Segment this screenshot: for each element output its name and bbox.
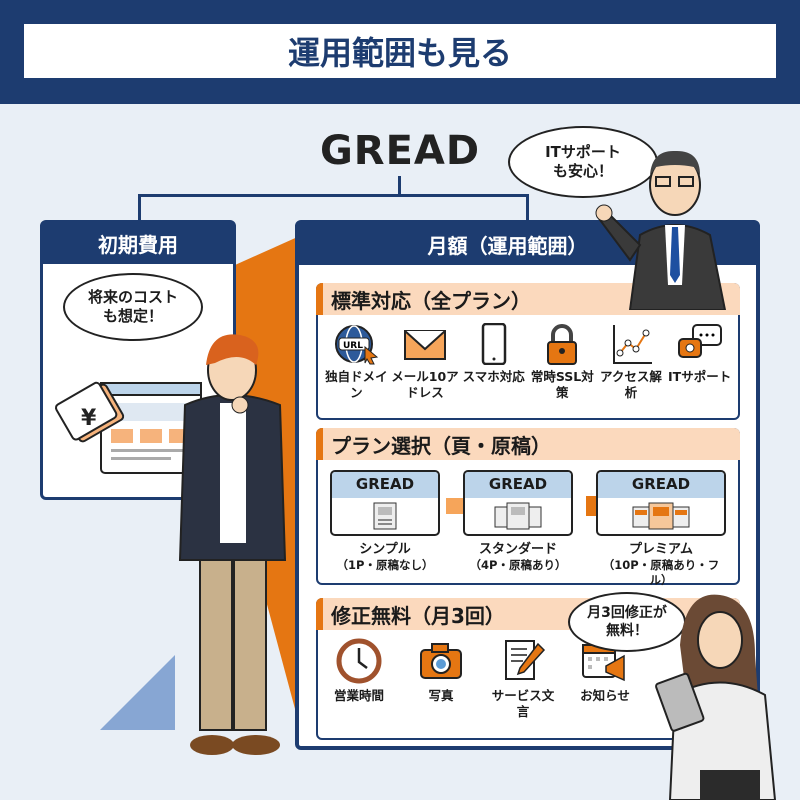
feature-mobile: スマホ対応 bbox=[460, 323, 528, 400]
multi-page-icon bbox=[494, 502, 542, 529]
feature-label: ITサポート bbox=[668, 369, 732, 384]
svg-text:¥: ¥ bbox=[81, 406, 97, 431]
connector bbox=[398, 176, 401, 196]
plan-name: スタンダード bbox=[478, 541, 557, 557]
plan-simple[interactable]: GREAD シンプル（1P・原稿なし） bbox=[330, 470, 440, 588]
line-chart-icon bbox=[612, 325, 652, 364]
cost-speech-bubble: 将来のコストも想定！ bbox=[63, 273, 203, 341]
revision-label: サービス文言 bbox=[491, 688, 555, 719]
plan-detail: （10P・原稿あり・フル） bbox=[602, 558, 720, 588]
plan-detail: （4P・原稿あり） bbox=[469, 558, 567, 573]
initial-cost-panel: 初期費用 将来のコストも想定！ ¥ bbox=[40, 220, 236, 500]
plan-premium[interactable]: GREAD プレミアム（10P・原稿あり・フル） bbox=[596, 470, 726, 588]
connector bbox=[138, 194, 141, 222]
businessman-illustration bbox=[595, 150, 727, 310]
clock-icon bbox=[336, 638, 382, 684]
connector bbox=[138, 194, 528, 197]
plan-detail: （1P・原稿なし） bbox=[336, 558, 434, 573]
revision-label: 写真 bbox=[428, 688, 454, 703]
woman-with-tablet-illustration bbox=[655, 594, 777, 800]
globe-url-icon: URL bbox=[335, 325, 379, 365]
decorative-triangle bbox=[100, 655, 175, 730]
lock-icon bbox=[547, 324, 578, 365]
plan-brand: GREAD bbox=[332, 472, 438, 498]
plan-brand: GREAD bbox=[598, 472, 724, 498]
feature-label: メール10アドレス bbox=[391, 369, 459, 400]
feature-label: 常時SSL対策 bbox=[530, 369, 594, 400]
smartphone-icon bbox=[481, 323, 506, 365]
revision-label: 営業時間 bbox=[333, 688, 384, 703]
plan-name: プレミアム bbox=[628, 541, 694, 557]
thinking-man-illustration bbox=[178, 334, 287, 755]
brand-name: GREAD bbox=[319, 128, 481, 174]
feature-custom-domain: URL 独自ドメイン bbox=[322, 323, 390, 400]
plan-brand: GREAD bbox=[465, 472, 571, 498]
revision-label: お知らせ bbox=[580, 688, 630, 703]
plan-section: プラン選択（頁・原稿） GREAD シンプル（1P・原稿なし） GREAD スタンダ… bbox=[316, 428, 740, 588]
revision-photo: 写真 bbox=[406, 638, 476, 719]
plan-heading: プラン選択（頁・原稿） bbox=[316, 428, 740, 460]
support-bubble-text: ITサポートも安心！ bbox=[545, 142, 621, 181]
initial-cost-heading: 初期費用 bbox=[43, 223, 233, 264]
mail-icon bbox=[403, 330, 446, 360]
support-chat-icon bbox=[677, 324, 722, 358]
revision-service-text: サービス文言 bbox=[488, 638, 558, 719]
premium-pages-icon bbox=[632, 502, 690, 529]
plan-standard[interactable]: GREAD スタンダード（4P・原稿あり） bbox=[463, 470, 573, 588]
feature-analytics: アクセス解析 bbox=[597, 323, 665, 400]
page-title: 運用範囲も見る bbox=[22, 22, 778, 80]
feature-label: スマホ対応 bbox=[462, 369, 525, 384]
revision-hours: 営業時間 bbox=[324, 638, 394, 719]
feature-mail: メール10アドレス bbox=[391, 323, 459, 400]
connector bbox=[526, 194, 529, 222]
camera-icon bbox=[420, 643, 462, 679]
plan-name: シンプル bbox=[359, 541, 411, 557]
feature-it-support: ITサポート bbox=[666, 323, 734, 400]
svg-text:URL: URL bbox=[343, 341, 363, 351]
feature-label: 独自ドメイン bbox=[325, 369, 388, 400]
feature-label: アクセス解析 bbox=[600, 369, 662, 400]
document-pen-icon bbox=[505, 640, 546, 680]
revision-bubble-text: 月3回修正が無料！ bbox=[587, 604, 667, 639]
feature-ssl: 常時SSL対策 bbox=[528, 323, 596, 400]
revision-speech-bubble: 月3回修正が無料！ bbox=[568, 592, 686, 652]
single-page-icon bbox=[373, 502, 397, 529]
cost-bubble-text: 将来のコストも想定！ bbox=[87, 287, 178, 326]
